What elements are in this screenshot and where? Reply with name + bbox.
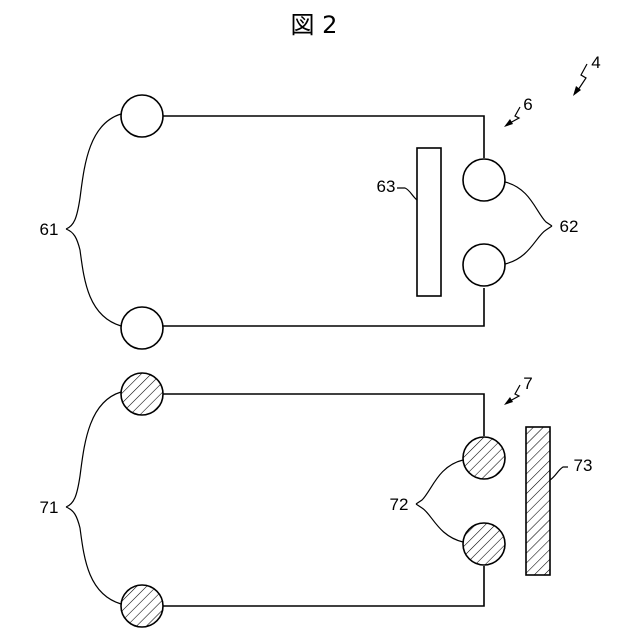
unit-7-right-top-circle [463,437,505,479]
unit-7-left-top-circle [121,373,163,415]
label-63: 63 [377,177,396,196]
unit-6-left-bottom-circle [121,307,163,349]
leader-73 [550,467,568,480]
unit-6-right-bottom-circle [463,244,505,286]
label-73: 73 [574,456,593,475]
label-72: 72 [390,495,409,514]
label-71: 71 [40,498,59,517]
brace-62 [505,182,552,264]
unit-6: 6 61 62 63 [40,95,579,349]
label-61: 61 [40,220,59,239]
unit-7-bottom-wire [163,566,484,606]
leader-63 [397,188,417,200]
brace-71 [66,392,121,604]
unit-6-label: 6 [523,95,532,114]
unit-7: 7 71 72 73 [40,373,593,627]
label-62: 62 [560,217,579,236]
plate-73 [526,427,550,575]
figure-title: 図 2 [291,11,338,39]
unit-6-arrow-head [504,119,513,127]
unit-7-left-bottom-circle [121,585,163,627]
unit-7-top-wire [163,394,484,436]
unit-6-right-top-circle [463,159,505,201]
plate-63 [417,148,441,296]
unit-6-left-top-circle [121,95,163,137]
brace-61 [66,114,121,326]
unit-7-label: 7 [523,374,532,393]
unit-7-right-bottom-circle [463,523,505,565]
unit-7-arrow-head [504,397,513,405]
device-label: 4 [591,53,600,72]
brace-72 [416,460,463,542]
